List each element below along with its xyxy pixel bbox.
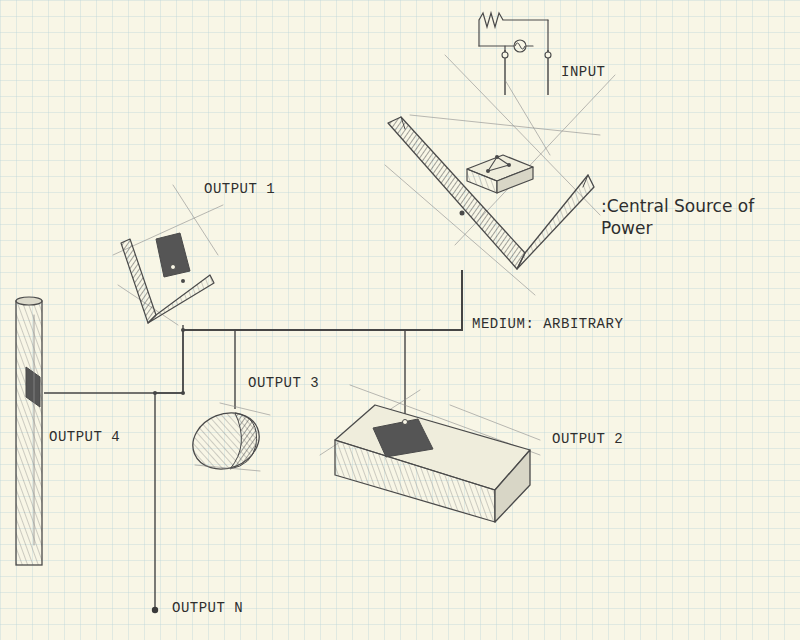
power-wire — [505, 50, 548, 95]
junction-dot — [153, 391, 157, 395]
output-label: INPUT — [561, 64, 606, 80]
output-tray-drawing — [118, 215, 218, 325]
output-egg: OUTPUT 3 — [190, 405, 265, 473]
output-terminal-drawing — [150, 605, 160, 615]
ac-source-symbol: INPUT — [475, 8, 555, 58]
power-wire — [155, 270, 462, 607]
junction-dot — [181, 328, 185, 332]
junction-dot — [181, 391, 185, 395]
output-label: :Central Source of Power — [601, 195, 781, 239]
output-label: OUTPUT N — [172, 600, 243, 616]
output-label: OUTPUT 2 — [552, 431, 623, 447]
output-label: OUTPUT 1 — [204, 181, 275, 197]
medium-label: MEDIUM: ARBITRARY — [472, 316, 623, 332]
output-block-drawing — [330, 395, 530, 525]
output-egg-drawing — [190, 405, 265, 473]
power-wire — [44, 270, 462, 393]
output-tray: OUTPUT 1 — [118, 215, 218, 325]
ac-source-symbol-drawing — [475, 8, 555, 58]
output-label: OUTPUT 4 — [49, 429, 120, 445]
power-wire — [235, 270, 462, 409]
power-wire — [405, 270, 462, 422]
output-label: OUTPUT 3 — [248, 375, 319, 391]
power-tray-drawing — [385, 95, 595, 270]
power-tray: :Central Source of Power — [385, 95, 595, 270]
output-pole-drawing — [14, 295, 44, 567]
power-wire — [183, 270, 462, 330]
output-block: OUTPUT 2 — [330, 395, 530, 525]
output-pole: OUTPUT 4 — [14, 295, 44, 567]
output-terminal: OUTPUT N — [150, 605, 160, 615]
